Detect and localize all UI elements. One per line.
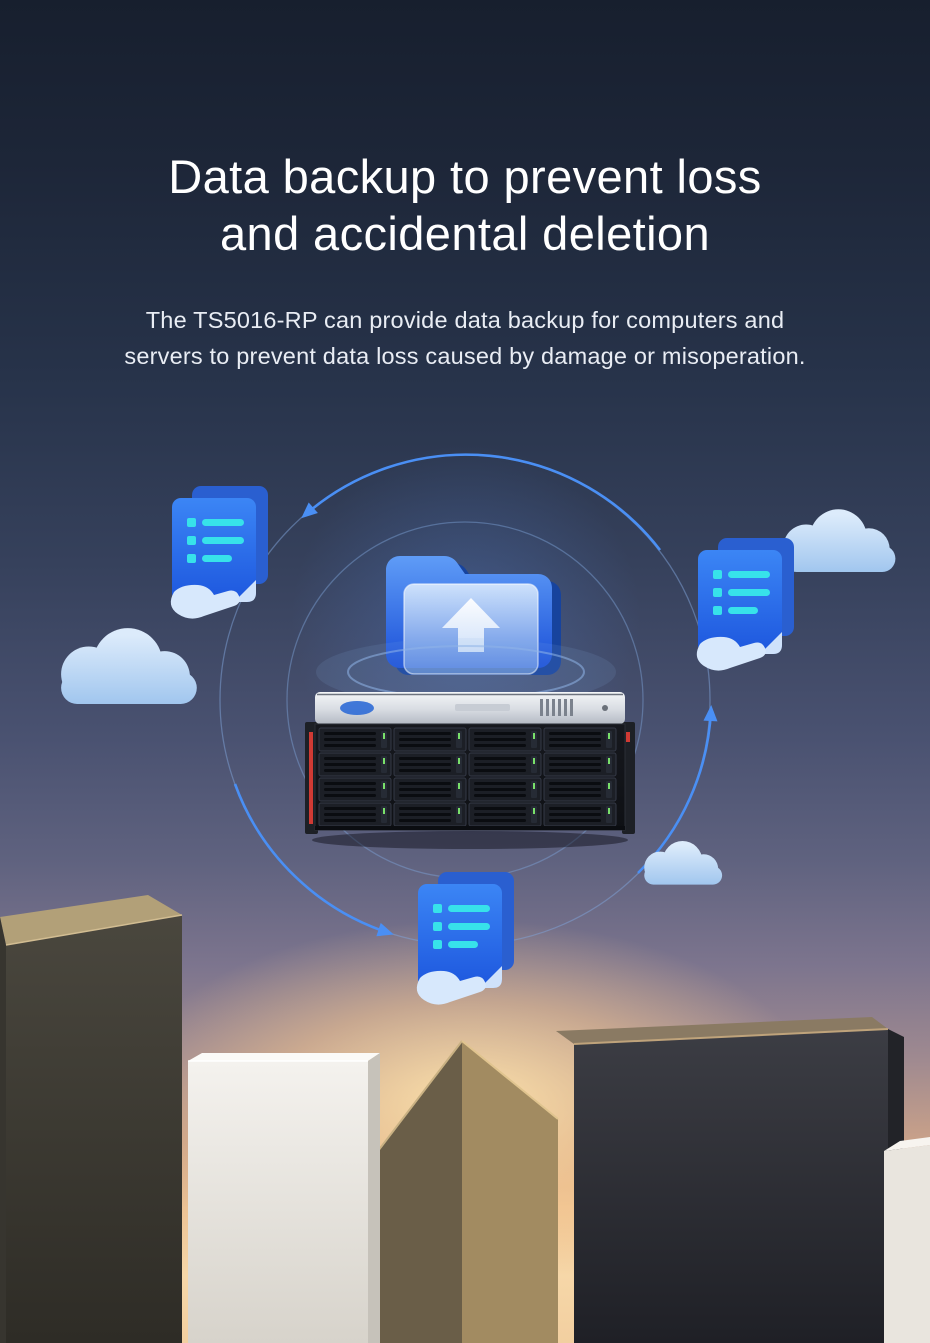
backup-document-icon-right (696, 538, 794, 671)
sync-arrow-top (301, 453, 662, 551)
subtitle-line-2: servers to prevent data loss caused by d… (124, 342, 806, 369)
page-subtitle: The TS5016-RP can provide data backup fo… (0, 303, 930, 375)
cloud-icon-right (783, 509, 896, 572)
cloud-icon-small (644, 841, 723, 885)
block-left-dark (0, 895, 183, 1343)
server-top-vent (540, 699, 573, 716)
title-line-2: and accidental deletion (219, 207, 710, 261)
rack-ear-red-stripe (309, 732, 313, 824)
block-right-dark (556, 1017, 904, 1343)
block-far-right-white (884, 1137, 930, 1343)
hero: Data backup to prevent loss and accident… (0, 148, 930, 375)
cloud-icon-left (61, 628, 197, 704)
page-title: Data backup to prevent loss and accident… (0, 148, 930, 263)
backup-sync-diagram (61, 445, 896, 1005)
nas-server-illustration (305, 692, 635, 849)
block-center-wedge (377, 1040, 559, 1343)
backup-document-icon-top-left (170, 486, 268, 619)
subtitle-line-1: The TS5016-RP can provide data backup fo… (145, 306, 785, 333)
server-shadow (312, 831, 628, 849)
block-white-pillar (188, 1053, 380, 1343)
title-line-1: Data backup to prevent loss (168, 150, 762, 203)
sync-arrow-bottom (233, 783, 394, 937)
foreground-blocks (0, 895, 930, 1343)
upload-arrow-icon (442, 598, 500, 652)
server-logo-oval (340, 701, 374, 715)
